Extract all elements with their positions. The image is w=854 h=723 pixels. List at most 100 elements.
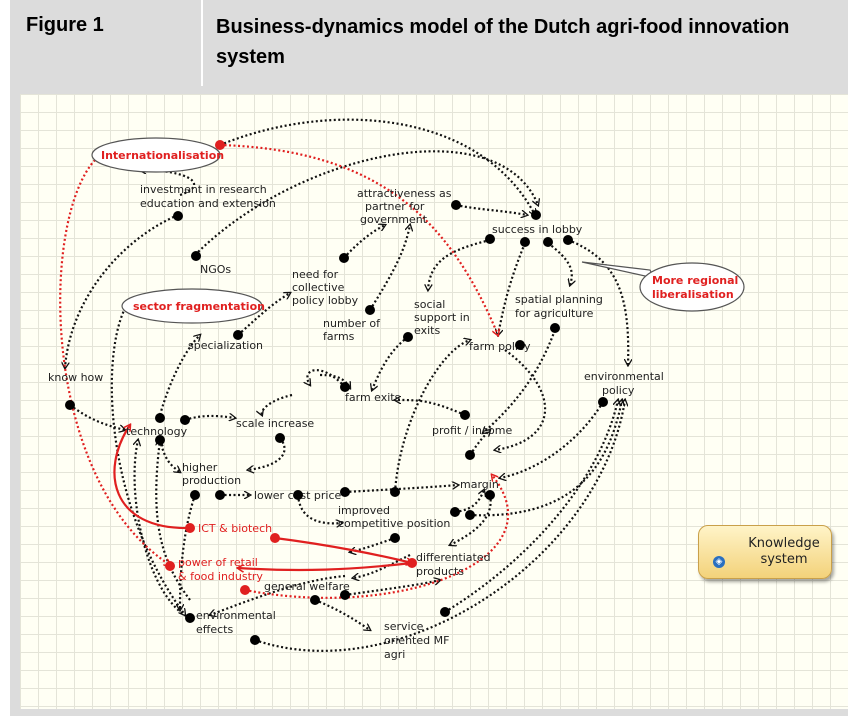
label-technology: technology bbox=[126, 425, 188, 438]
link-dot bbox=[520, 237, 530, 247]
link bbox=[155, 440, 191, 601]
link bbox=[428, 238, 491, 290]
figure-label: Figure 1 bbox=[26, 14, 104, 36]
link-dot bbox=[185, 613, 195, 623]
link bbox=[350, 536, 396, 552]
figure-header: Figure 1 Business-dynamics model of the … bbox=[10, 0, 848, 88]
link-dot bbox=[215, 490, 225, 500]
link-dot-red bbox=[407, 558, 417, 568]
link-dot bbox=[155, 413, 165, 423]
link-dot bbox=[65, 400, 75, 410]
link-dot bbox=[173, 211, 183, 221]
link bbox=[450, 494, 492, 545]
label-know-how: know how bbox=[48, 371, 103, 384]
link-dot bbox=[340, 382, 350, 392]
link-dot bbox=[465, 510, 475, 520]
link bbox=[210, 574, 346, 615]
link-red bbox=[113, 425, 191, 530]
knowledge-system-label: Knowledge system bbox=[748, 536, 820, 567]
label-ict-biotech: ICT & biotech bbox=[198, 522, 272, 535]
knowledge-system-icon: ◈ bbox=[713, 556, 725, 568]
label-profit-income: profit / income bbox=[432, 424, 512, 437]
figure-title: Business-dynamics model of the Dutch agr… bbox=[216, 16, 790, 68]
label-general-welfare: general welfare bbox=[264, 580, 350, 593]
link-red bbox=[219, 143, 498, 335]
label-higher-production: production bbox=[182, 474, 241, 487]
label-ngos: NGOs bbox=[200, 263, 231, 276]
link-dot bbox=[275, 433, 285, 443]
link-dot bbox=[190, 490, 200, 500]
link-dot bbox=[310, 595, 320, 605]
link-dot bbox=[515, 340, 525, 350]
link-dot bbox=[543, 237, 553, 247]
label-differentiated-products: products bbox=[416, 565, 464, 578]
link-dot bbox=[485, 490, 495, 500]
label-environmental-policy: environmental bbox=[584, 370, 664, 383]
label-number-of-farms: number of bbox=[323, 317, 381, 330]
label-specialization: specialization bbox=[188, 339, 263, 352]
link bbox=[262, 393, 293, 415]
link-dot-red bbox=[240, 585, 250, 595]
link bbox=[307, 369, 346, 388]
bubble-sector-fragmentation: sector fragmentation bbox=[121, 288, 265, 324]
label-need: need for bbox=[292, 268, 339, 281]
label-environmental-effects: effects bbox=[196, 623, 233, 636]
link bbox=[500, 401, 604, 478]
link-dot bbox=[563, 235, 573, 245]
label-number-of-farms: farms bbox=[323, 330, 355, 343]
link-dot bbox=[485, 234, 495, 244]
diagram-canvas bbox=[20, 94, 848, 709]
label-differentiated-products: differentiated bbox=[416, 551, 491, 564]
label-need: policy lobby bbox=[292, 294, 359, 307]
label-attractiveness: government bbox=[360, 213, 428, 226]
link bbox=[498, 242, 527, 335]
bubble-more-regional-liberalisation: More regional liberalisation bbox=[581, 261, 745, 312]
link bbox=[184, 416, 235, 420]
link bbox=[344, 485, 458, 494]
link bbox=[296, 494, 342, 523]
label-need: collective bbox=[292, 281, 345, 294]
link bbox=[395, 400, 466, 417]
link-dot-red bbox=[215, 140, 225, 150]
node-labels: investment in research education and ext… bbox=[48, 183, 664, 661]
label-power-of-retail: power of retail bbox=[178, 556, 258, 569]
link-dot bbox=[390, 487, 400, 497]
link-dot bbox=[450, 507, 460, 517]
svg-text:More regional: More regional bbox=[652, 274, 738, 287]
link-dot bbox=[233, 330, 243, 340]
link-dot bbox=[531, 210, 541, 220]
link bbox=[69, 404, 125, 430]
link bbox=[353, 554, 411, 578]
bubble-internationalisation: Internationalisation bbox=[91, 137, 224, 173]
label-spatial-planning: for agriculture bbox=[515, 307, 594, 320]
link-red bbox=[274, 536, 412, 563]
link-dot-red bbox=[270, 533, 280, 543]
link-dot bbox=[403, 332, 413, 342]
link bbox=[547, 242, 572, 285]
link bbox=[369, 225, 410, 311]
link bbox=[455, 203, 527, 215]
label-higher-production: higher bbox=[182, 461, 218, 474]
link-dot bbox=[365, 305, 375, 315]
label-farm-exits: farm exits bbox=[345, 391, 401, 404]
label-scale-increase: scale increase bbox=[236, 417, 314, 430]
link-dot bbox=[465, 450, 475, 460]
link bbox=[158, 335, 200, 416]
link bbox=[393, 340, 470, 493]
link bbox=[483, 329, 557, 433]
label-social-support: support in bbox=[414, 311, 470, 324]
svg-text:liberalisation: liberalisation bbox=[652, 288, 734, 301]
link-red bbox=[59, 159, 170, 565]
label-improved-competitive-position: competitive position bbox=[338, 517, 450, 530]
header-divider bbox=[201, 0, 203, 86]
link-dot bbox=[339, 253, 349, 263]
link-dot bbox=[451, 200, 461, 210]
label-margin: margin bbox=[460, 478, 499, 491]
link bbox=[344, 580, 440, 597]
label-spatial-planning: spatial planning bbox=[515, 293, 603, 306]
link-dot bbox=[390, 533, 400, 543]
label-environmental-policy: policy bbox=[602, 384, 635, 397]
link-dots bbox=[65, 200, 608, 645]
link-dot bbox=[340, 590, 350, 600]
label-social-support: exits bbox=[414, 324, 440, 337]
